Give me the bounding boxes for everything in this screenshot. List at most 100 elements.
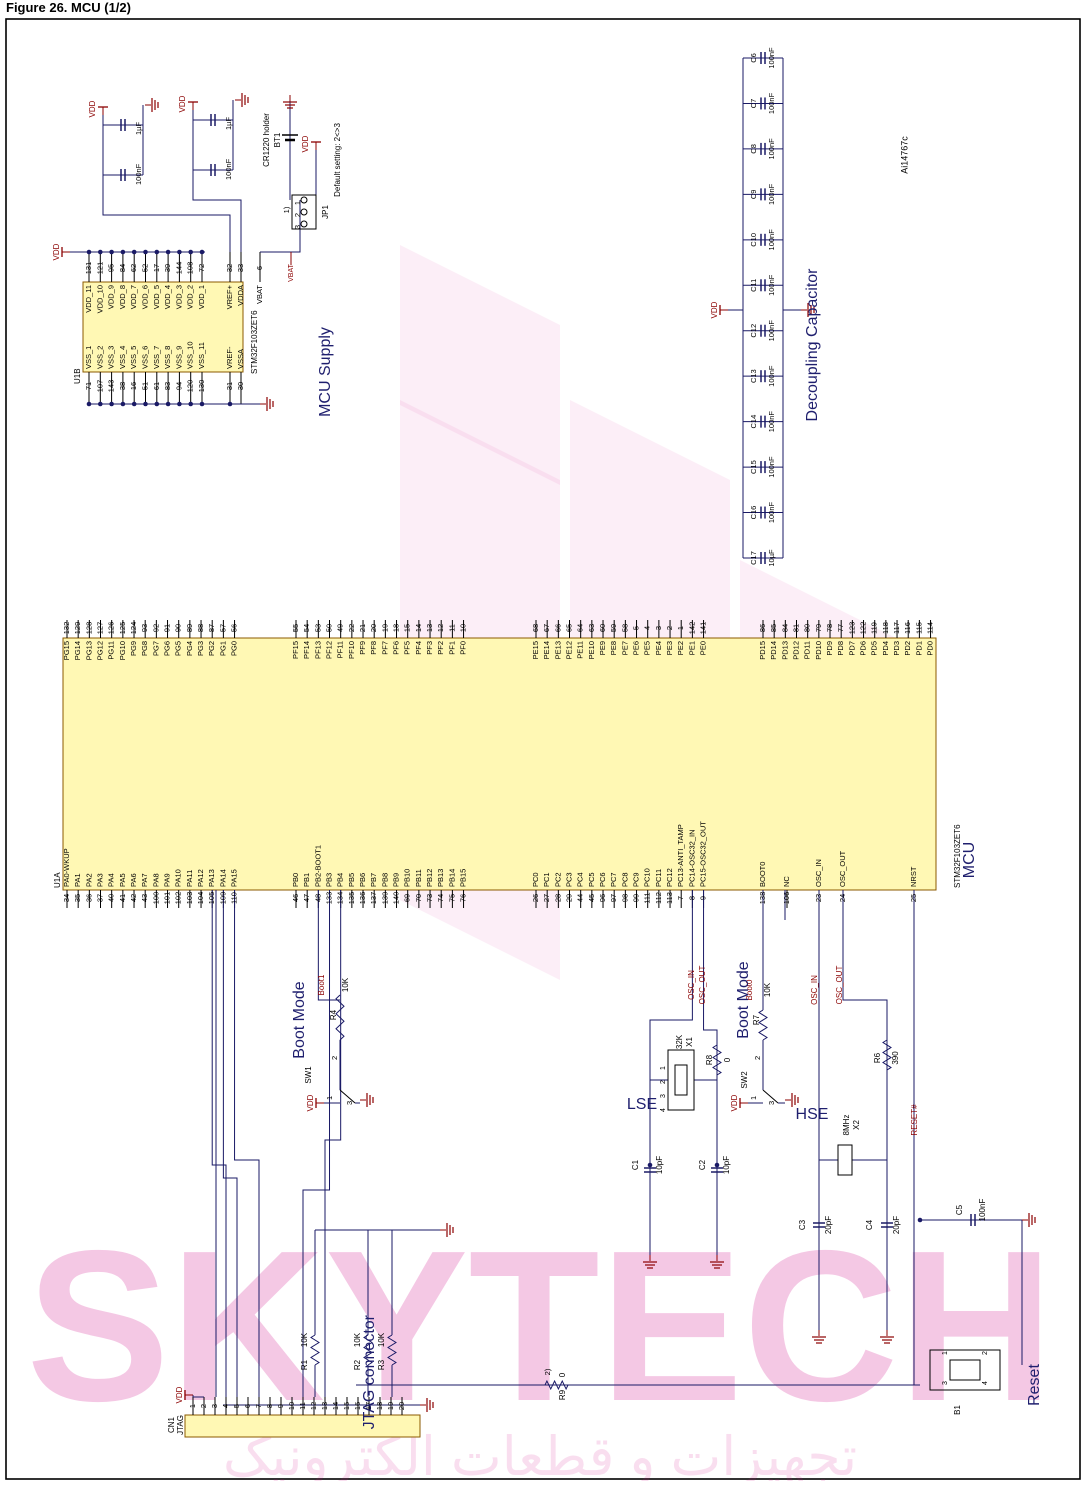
x1-pin: 1	[660, 1066, 667, 1070]
pullup-ref: R2	[353, 1359, 362, 1370]
c1-ref: C1	[631, 1159, 640, 1170]
decoupling-capacitor	[760, 552, 766, 564]
battery-ref: BT1	[273, 132, 282, 147]
vbat-net-label: VBAT	[288, 263, 295, 281]
vss-dot	[120, 401, 126, 407]
jtag-pin-number: 13	[320, 1402, 329, 1410]
u1a-pin-name: OSC_IN	[814, 859, 823, 887]
lse-wire-in	[649, 890, 693, 1260]
u1a-pin-number: 69	[403, 894, 412, 902]
u1a-pin-name: PF15	[291, 641, 300, 659]
decoupling-cap-value: 100nF	[767, 274, 776, 296]
boot1-r-ref: R4	[329, 1009, 338, 1020]
u1a-pin-name: PD8	[836, 641, 845, 656]
sw2-pin: 2	[753, 1056, 762, 1060]
u1a-pin-name: PE12	[564, 641, 573, 659]
jtag-connector-body	[184, 1414, 421, 1438]
u1a-pin-number: 48	[313, 894, 322, 902]
jtag-wire-pb3	[302, 890, 331, 1397]
u1a-pin-number: 28	[553, 894, 562, 902]
jtag-pin-number: 6	[243, 1404, 252, 1408]
u1a-pin-number: 98	[620, 894, 629, 902]
u1a-pin-name: PA12	[196, 869, 205, 887]
u1a-pin-name: PA7	[140, 873, 149, 887]
u1a-pin-name: PA4	[107, 873, 116, 887]
lse-ground	[710, 1255, 724, 1269]
u1a-pin-name: PG2	[207, 641, 216, 656]
u1a-pin-number: 63	[587, 624, 596, 632]
u1b-pin-name: VSS_9	[174, 346, 183, 369]
u1a-pin-number: 112	[654, 892, 663, 904]
u1a-pin-number: 102	[174, 892, 183, 905]
u1a-pin-name: PF12	[324, 641, 333, 659]
u1b-pin-name: VDD_6	[140, 285, 149, 309]
decoupling-cap-value: 100nF	[767, 365, 776, 387]
u1a-pin-number: 123	[847, 622, 856, 635]
watermark-shape	[400, 245, 560, 485]
u1a-pin-number: 91	[163, 624, 172, 632]
u1a-pin-number: 110	[230, 892, 239, 904]
hse-capacitor	[881, 1222, 893, 1228]
u1a-pin-number: 96	[598, 894, 607, 902]
sw2-ref: SW2	[740, 1071, 749, 1089]
u1b-pin-name: VSS_11	[197, 342, 206, 369]
u1a-pin-number: 76	[459, 894, 468, 902]
c2-ref: C2	[698, 1159, 707, 1170]
u1b-vdd	[61, 247, 70, 257]
u1a-pin-number: 65	[564, 624, 573, 632]
u1a-pin-number: 1	[676, 626, 685, 630]
u1a-pin-name: PD9	[825, 641, 834, 656]
decoupling-vdd	[719, 305, 728, 315]
u1a-pin-name: PC15-OSC32_OUT	[699, 821, 708, 887]
u1a-pin-number: 7	[676, 896, 685, 900]
jtag-vdd	[184, 1390, 193, 1400]
u1a-pin-number: 105	[207, 892, 216, 905]
u1a-pin-name: PD15	[758, 641, 767, 660]
u1a-pin-name: PD5	[870, 641, 879, 656]
u1a-pin-name: PB9	[392, 873, 401, 887]
u1a-pin-number: 4	[643, 626, 652, 630]
u1a-pin-number: 41	[118, 894, 127, 902]
u1b-pin-name: VSS_3	[107, 346, 116, 369]
u1b-pin-number: 144	[174, 262, 183, 275]
jtag-pin-number: 19	[386, 1402, 395, 1410]
u1a-pin-name: PE11	[576, 641, 585, 659]
vdd-dot	[199, 249, 205, 255]
u1b-pin-name: VDD_9	[107, 285, 116, 309]
hse-ground	[880, 1330, 894, 1344]
jtag-wire-pa15	[222, 890, 238, 1397]
u1a-pin-number: 129	[73, 622, 82, 635]
u1a-pin-name: PE4	[654, 641, 663, 655]
u1b-pin-name: VSS_6	[140, 346, 149, 369]
u1b-pin-name: VSS_5	[129, 346, 138, 369]
u1a-pin-name: PB15	[459, 869, 468, 887]
u1a-pin-name: PC9	[632, 872, 641, 887]
u1a-pin-number: 85	[769, 624, 778, 632]
figure-ref: Ai14767c	[899, 136, 909, 174]
jtag-pin-number: 9	[276, 1404, 285, 1408]
u1a-pin-number: 3	[654, 626, 663, 630]
u1b-pin-number: 131	[84, 262, 93, 275]
lse-ground	[643, 1255, 657, 1269]
decoupling-capacitor	[760, 97, 766, 110]
u1a-pin-number: 45	[587, 894, 596, 902]
u1a-pin-name: PE1	[687, 641, 696, 655]
u1b-pin-name: VSS_1	[84, 346, 93, 369]
vdd-dot	[165, 249, 171, 255]
vdd-text: VDD	[52, 243, 61, 260]
x2-ref: X2	[852, 1120, 861, 1130]
chip-layer	[62, 281, 937, 1438]
vdd-text: VDD	[178, 95, 187, 112]
lse-wire-out	[703, 890, 718, 1255]
u1a-pin-name: PC14-OSC32_IN	[687, 829, 696, 887]
u1a-pin-name: PC3	[564, 872, 573, 887]
x2-value: 8MHz	[842, 1115, 851, 1136]
vss-dot	[177, 401, 182, 407]
jumper-ref: JP1	[321, 205, 330, 219]
hse-ground	[812, 1330, 826, 1344]
u1b-pin-number: 72	[197, 264, 206, 272]
u1a-pin-number: 103	[185, 892, 194, 905]
u1b-pin-number: 38	[118, 382, 127, 390]
jtag-pin-number: 7	[254, 1404, 263, 1408]
vdd-text: VDD	[710, 301, 719, 318]
